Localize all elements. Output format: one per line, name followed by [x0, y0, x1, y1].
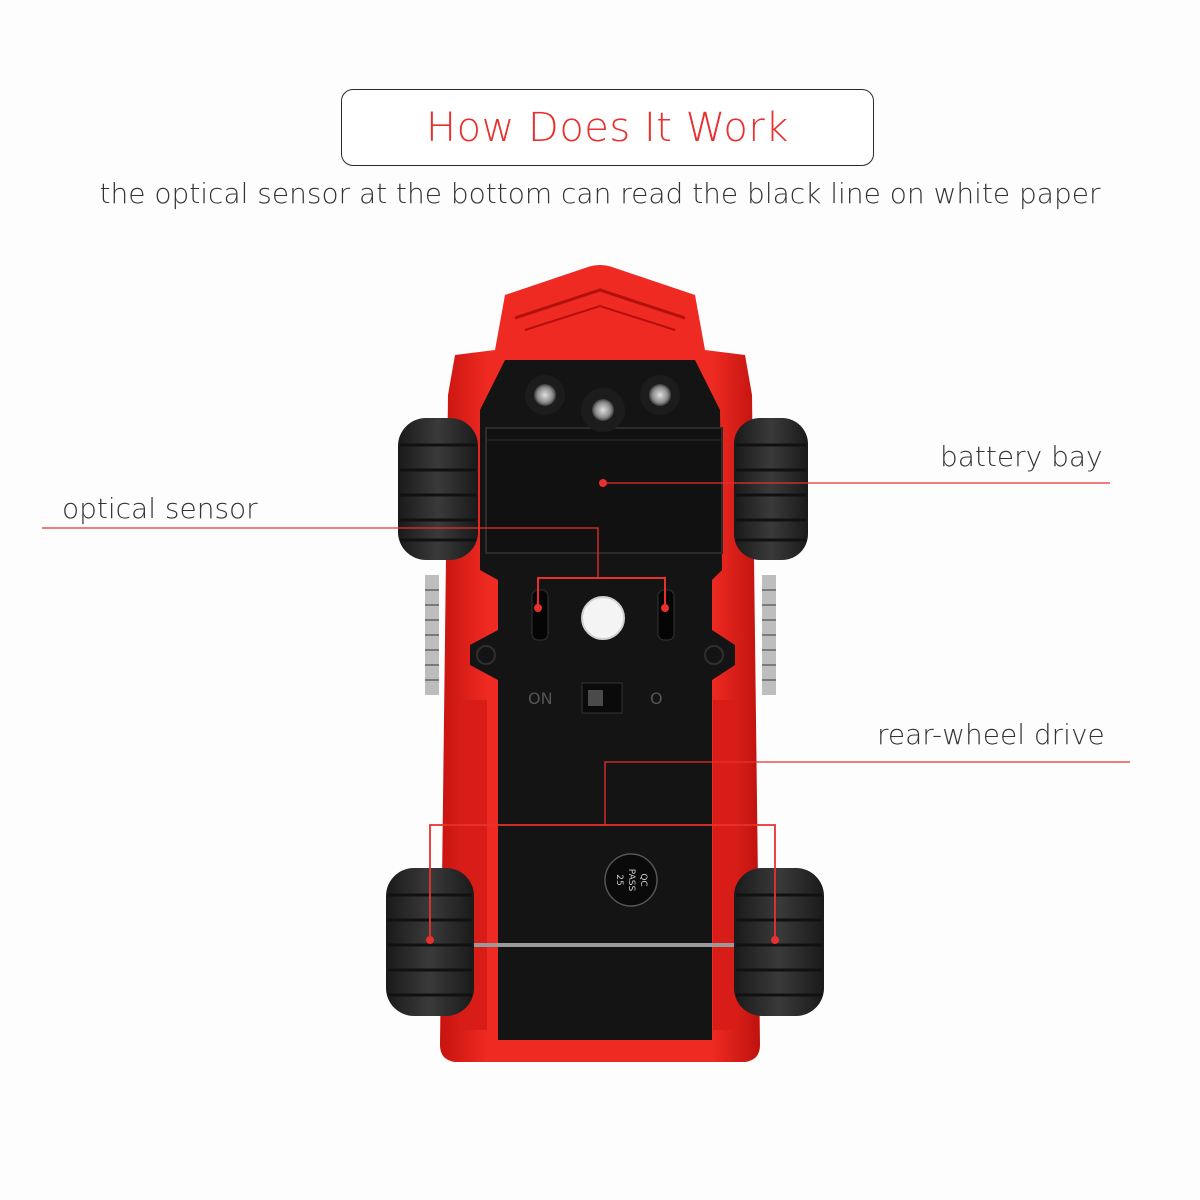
rear-right-wheel	[734, 868, 824, 1016]
sensor-bracket	[537, 577, 666, 608]
sticker-text-3: 25	[614, 874, 624, 885]
battery-bay-label: battery bay	[940, 440, 1103, 473]
front-right-wheel	[734, 418, 808, 560]
page-subtitle: the optical sensor at the bottom can rea…	[99, 177, 1101, 210]
drive-bracket	[429, 824, 776, 940]
optical-sensor-slots	[531, 589, 675, 641]
sticker-text-2: PASS	[626, 869, 636, 892]
front-left-wheel	[398, 418, 478, 560]
battery-bay-cover	[485, 427, 723, 554]
title-box: How Does It Work	[341, 89, 874, 166]
switch-off-label: O	[650, 689, 663, 708]
qc-pass-sticker: QC PASS 25	[604, 853, 658, 907]
callout-dots	[426, 479, 779, 944]
screws	[525, 375, 680, 432]
sensor-leader	[42, 527, 599, 578]
rear-wheel-drive-label: rear-wheel drive	[877, 718, 1105, 751]
page-title: How Does It Work	[426, 104, 789, 151]
switch-on-label: ON	[528, 689, 553, 708]
drive-leader	[604, 761, 1130, 825]
sticker-text-1: QC	[638, 873, 648, 886]
power-switch: ON O	[528, 682, 663, 714]
optical-sensor-label: optical sensor	[62, 492, 258, 525]
callout-lines	[42, 482, 1130, 940]
